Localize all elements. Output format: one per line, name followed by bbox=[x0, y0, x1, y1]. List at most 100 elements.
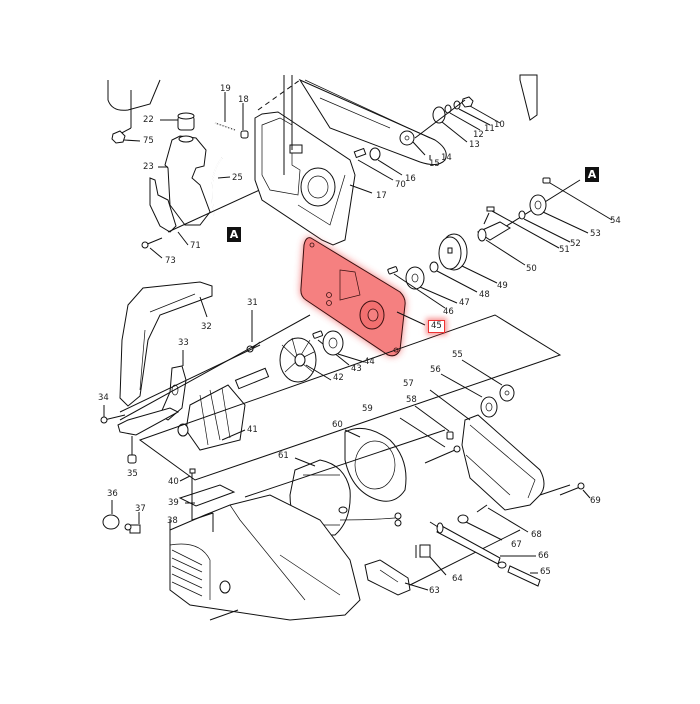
label-part-52: 52 bbox=[570, 239, 581, 249]
part-41-armature bbox=[177, 367, 270, 451]
label-part-18: 18 bbox=[238, 95, 249, 105]
label-part-43: 43 bbox=[351, 364, 362, 374]
part-57-right-housing bbox=[429, 389, 571, 511]
part-58-pin bbox=[414, 405, 454, 440]
leader-71 bbox=[177, 231, 189, 246]
label-part-47: 47 bbox=[459, 298, 470, 308]
part-39-name-plate bbox=[178, 484, 236, 507]
label-part-54: 54 bbox=[610, 216, 621, 226]
label-part-48: 48 bbox=[479, 290, 490, 300]
part-51-key bbox=[483, 206, 560, 249]
label-part-73: 73 bbox=[165, 256, 176, 266]
label-part-41: 41 bbox=[247, 425, 258, 435]
label-part-51: 51 bbox=[559, 245, 570, 255]
part-49-gear bbox=[438, 233, 498, 284]
handle-axis-line bbox=[119, 314, 311, 421]
part-53-bearing bbox=[529, 194, 589, 234]
part-36-brush-cap bbox=[102, 500, 120, 530]
part-32-handle bbox=[119, 281, 213, 407]
part-75-nut bbox=[111, 130, 141, 144]
label-part-40: 40 bbox=[168, 477, 179, 487]
label-part-14: 14 bbox=[441, 153, 452, 163]
label-part-22: 22 bbox=[143, 115, 154, 125]
part-52-washer bbox=[518, 210, 571, 243]
label-part-61: 61 bbox=[278, 451, 289, 461]
housing-screw bbox=[209, 609, 239, 621]
part-17-sprocket-housing bbox=[254, 75, 373, 246]
cover-fragment bbox=[107, 79, 161, 136]
label-part-60: 60 bbox=[332, 420, 343, 430]
motor-axis-line bbox=[244, 429, 446, 498]
part-66-cord-guard bbox=[429, 521, 536, 569]
label-part-53: 53 bbox=[590, 229, 601, 239]
label-part-57: 57 bbox=[403, 379, 414, 389]
part-68-screw bbox=[476, 504, 529, 533]
label-part-75: 75 bbox=[143, 136, 154, 146]
switch-axis-line bbox=[409, 529, 521, 586]
part-38-motor-housing bbox=[169, 494, 361, 621]
part-54-pin bbox=[542, 177, 613, 221]
cover-fragment-right bbox=[519, 74, 538, 121]
handle-axis-line-2 bbox=[119, 344, 261, 413]
label-part-38: 38 bbox=[167, 516, 178, 526]
part-56-bearing bbox=[440, 373, 498, 418]
label-part-39: 39 bbox=[168, 498, 179, 508]
part-70-bolt bbox=[353, 147, 394, 181]
part-48-washer bbox=[429, 261, 478, 293]
motor-assembly-frame bbox=[138, 314, 562, 481]
part-14-sprocket bbox=[399, 130, 426, 156]
bracket-base bbox=[117, 407, 180, 436]
label-part-25: 25 bbox=[232, 173, 243, 183]
label-part-50: 50 bbox=[526, 264, 537, 274]
label-part-32: 32 bbox=[201, 322, 212, 332]
label-part-69: 69 bbox=[590, 496, 601, 506]
label-part-16: 16 bbox=[405, 174, 416, 184]
reference-marker-a-right: A bbox=[585, 167, 599, 182]
part-35-screw bbox=[127, 436, 137, 464]
part-63-switch bbox=[364, 559, 429, 596]
label-part-35: 35 bbox=[127, 469, 138, 479]
part-73-screw bbox=[141, 237, 163, 259]
label-part-70: 70 bbox=[395, 180, 406, 190]
part-46-pin bbox=[387, 266, 446, 309]
part-59-screw bbox=[399, 417, 461, 464]
part-16-washer bbox=[369, 147, 403, 176]
bolt-axis-line bbox=[414, 99, 466, 139]
label-part-59: 59 bbox=[362, 404, 373, 414]
part-67-cord-clamp bbox=[457, 514, 503, 541]
part-34-screw bbox=[100, 405, 126, 424]
label-part-13: 13 bbox=[469, 140, 480, 150]
label-part-67: 67 bbox=[511, 540, 522, 550]
label-part-45-highlighted[interactable]: 45 bbox=[428, 320, 445, 333]
part-23-oil-tank bbox=[149, 135, 211, 233]
part-12-washer bbox=[444, 104, 481, 131]
part-37-carbon-brush bbox=[124, 512, 141, 534]
part-19-screw bbox=[214, 92, 236, 131]
part-18-nut bbox=[240, 103, 249, 139]
label-part-65: 65 bbox=[540, 567, 551, 577]
label-part-10: 10 bbox=[494, 120, 505, 130]
label-part-58: 58 bbox=[406, 395, 417, 405]
label-part-37: 37 bbox=[135, 504, 146, 514]
label-part-71: 71 bbox=[190, 241, 201, 251]
part-47-bearing bbox=[405, 266, 458, 304]
label-part-66: 66 bbox=[538, 551, 549, 561]
label-part-19: 19 bbox=[220, 84, 231, 94]
label-part-42: 42 bbox=[333, 373, 344, 383]
label-part-34: 34 bbox=[98, 393, 109, 403]
part-25-oil-hose bbox=[211, 157, 231, 216]
label-part-17: 17 bbox=[376, 191, 387, 201]
part-42-fan bbox=[279, 337, 332, 383]
label-part-33: 33 bbox=[178, 338, 189, 348]
label-part-44: 44 bbox=[364, 357, 375, 367]
label-part-23: 23 bbox=[143, 162, 154, 172]
label-part-49: 49 bbox=[497, 281, 508, 291]
part-60-fan-baffle bbox=[344, 427, 407, 502]
label-part-31: 31 bbox=[247, 298, 258, 308]
part-45-gear-plate-highlighted bbox=[300, 237, 426, 357]
part-69-screw bbox=[559, 482, 591, 499]
label-part-11: 11 bbox=[484, 124, 495, 134]
label-part-63: 63 bbox=[429, 586, 440, 596]
label-part-12: 12 bbox=[473, 130, 484, 140]
